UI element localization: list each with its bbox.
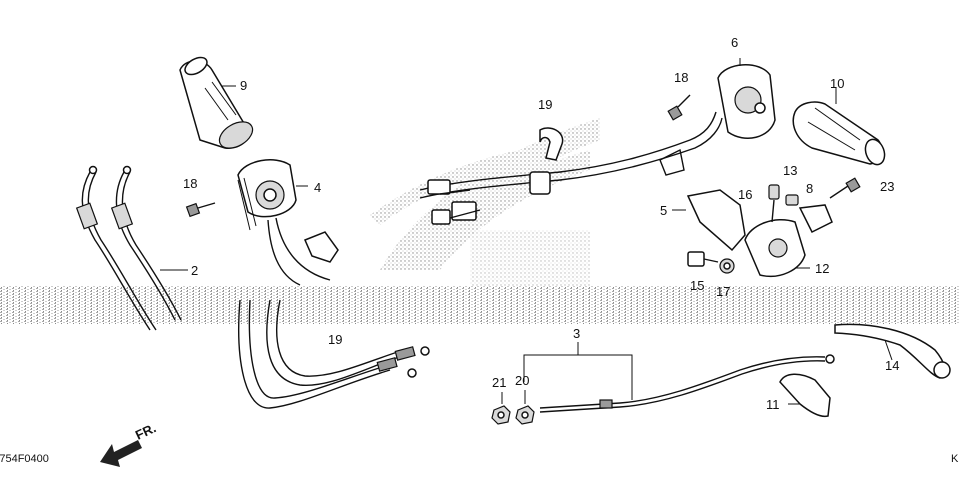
cable-3 <box>523 342 835 413</box>
bolt-18-left <box>185 202 216 218</box>
callout-label: 6 <box>731 35 738 50</box>
callout-label: 10 <box>830 76 844 91</box>
right-grip <box>792 88 886 166</box>
callout-label: 18 <box>674 70 688 85</box>
front-marker-label: FR. <box>133 420 158 442</box>
figure-code-right-edge: K <box>951 453 959 465</box>
brake-lever <box>834 323 951 379</box>
right-switch-housing <box>717 58 776 139</box>
noise-band <box>0 286 960 324</box>
small-parts <box>687 177 861 274</box>
nuts <box>491 390 535 425</box>
callout-label: 13 <box>783 163 797 178</box>
throttle-cables <box>75 165 188 331</box>
callout-label: 20 <box>515 373 529 388</box>
callout-label: 5 <box>660 203 667 218</box>
callout-label: 11 <box>766 397 780 412</box>
callout-label: 23 <box>880 179 894 194</box>
bolt-18-right <box>667 94 691 121</box>
callout-label: 14 <box>885 358 899 373</box>
callout-label: 2 <box>191 263 198 278</box>
front-arrow: FR. <box>100 420 158 467</box>
left-grip <box>179 56 254 149</box>
callout-label: 18 <box>183 176 197 191</box>
front-arrow-icon <box>100 440 142 467</box>
watermark-logo <box>370 118 600 290</box>
callout-label: 8 <box>806 181 813 196</box>
callout-labels: 2 3 4 5 6 8 9 10 11 12 13 14 15 16 17 18… <box>183 35 899 412</box>
callout-label: 4 <box>314 180 321 195</box>
lower-cables <box>238 299 430 409</box>
callout-label: 16 <box>738 187 752 202</box>
callout-label: 9 <box>240 78 247 93</box>
callout-label: 17 <box>716 284 730 299</box>
left-switch-housing <box>237 159 339 286</box>
callout-label: 12 <box>815 261 829 276</box>
lever-cover <box>779 373 831 418</box>
master-cylinder <box>672 189 833 277</box>
callout-label: 19 <box>538 97 552 112</box>
figure-code: K754F0400 <box>0 453 49 465</box>
switch-harness <box>419 111 723 225</box>
callout-label: 15 <box>690 278 704 293</box>
callout-label: 21 <box>492 375 506 390</box>
callout-label: 3 <box>573 326 580 341</box>
callout-label: 19 <box>328 332 342 347</box>
